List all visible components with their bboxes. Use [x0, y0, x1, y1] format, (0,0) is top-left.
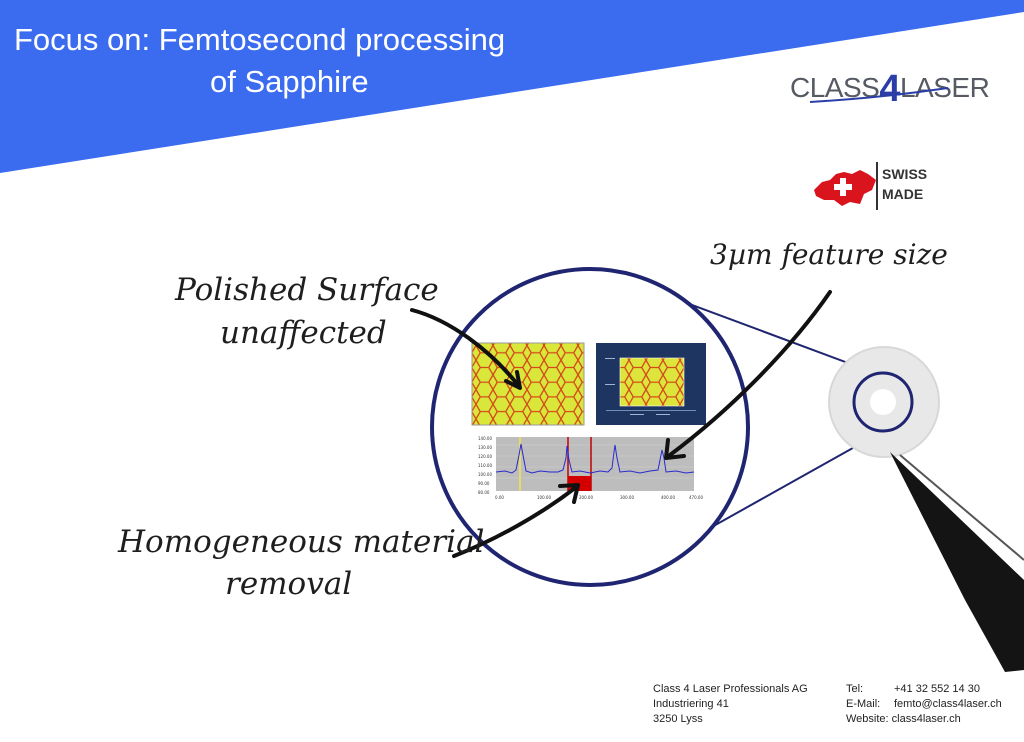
- sapphire-sample: [828, 346, 940, 458]
- arrow-homogeneous: [452, 483, 580, 558]
- badge-divider: [876, 162, 878, 210]
- footer-tel-label: Tel:: [846, 683, 864, 695]
- slide-title-line2: of Sapphire: [210, 64, 369, 99]
- profile-3d-image: [596, 343, 706, 425]
- plot-ytick: 100.00: [478, 472, 492, 477]
- footer-website-label: Website:: [846, 713, 889, 725]
- plot-ytick: 120.00: [478, 454, 492, 459]
- label-homogeneous: Homogeneous material: [118, 524, 485, 560]
- label-polished-surface: Polished Surface: [175, 272, 439, 308]
- footer-contact: Tel: +41 32 552 14 30 E-Mail: femto@class4…: [846, 682, 1002, 727]
- label-removal: removal: [225, 566, 353, 602]
- plot-ytick: 140.00: [478, 436, 492, 441]
- footer-address: Class 4 Laser Professionals AG Industrie…: [653, 682, 808, 727]
- plot-xtick: 300.00: [620, 495, 634, 500]
- plot-ytick: 90.00: [478, 481, 490, 486]
- swiss-text: SWISS: [882, 166, 928, 182]
- made-text: MADE: [882, 186, 924, 202]
- logo-swoosh-icon: [809, 87, 949, 103]
- plot-xtick: 0.00: [495, 495, 504, 500]
- plot-xtick: 200.00: [579, 495, 593, 500]
- logo-text-four: 4: [879, 68, 900, 110]
- footer-email: femto@class4laser.ch: [894, 698, 1002, 710]
- slide-title-line1: Focus on: Femtosecond processing: [14, 22, 506, 57]
- tweezers-icon: [890, 452, 1024, 672]
- plot-ytick: 130.00: [478, 445, 492, 450]
- footer-company: Class 4 Laser Professionals AG: [653, 683, 808, 695]
- footer-email-label: E-Mail:: [846, 698, 881, 710]
- class4laser-logo: CLASS4LASER: [790, 58, 990, 118]
- plot-ytick: 80.00: [478, 490, 490, 495]
- footer-city: 3250 Lyss: [653, 713, 703, 725]
- label-feature-size: 3µm feature size: [710, 238, 948, 271]
- plot-xtick: 100.00: [537, 495, 551, 500]
- footer-street: Industriering 41: [653, 698, 729, 710]
- footer-tel: +41 32 552 14 30: [894, 683, 980, 695]
- plot-ytick: 110.00: [478, 463, 492, 468]
- swiss-map-icon: [814, 170, 876, 206]
- plot-xtick: 400.00: [661, 495, 675, 500]
- arrow-feature: [664, 290, 832, 460]
- line-profile-plot: 140.00 130.00 120.00 110.00 100.00 90.00…: [468, 432, 708, 502]
- magnifier-circle: 140.00 130.00 120.00 110.00 100.00 90.00…: [430, 267, 750, 587]
- footer-website: class4laser.ch: [891, 713, 961, 725]
- plot-xtick: 470.00: [689, 495, 703, 500]
- arrow-polished: [410, 308, 522, 390]
- swiss-made-badge: SWISS MADE: [812, 160, 942, 212]
- label-unaffected: unaffected: [220, 315, 387, 351]
